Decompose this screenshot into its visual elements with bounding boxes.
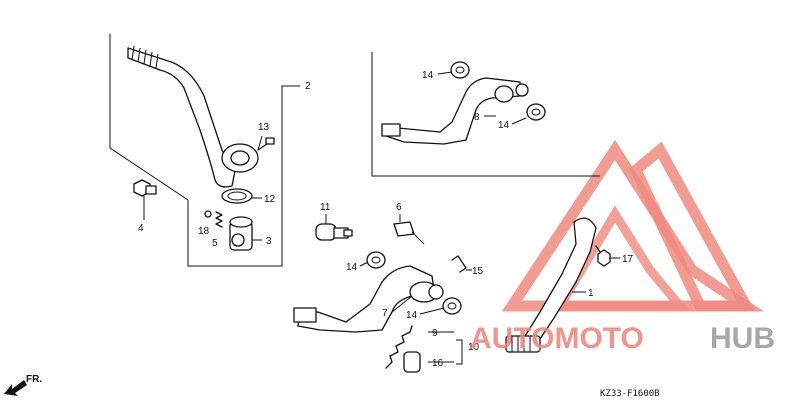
- callout-14-b: 14: [498, 120, 510, 131]
- callout-6: 6: [396, 202, 402, 213]
- callout-14-a: 14: [422, 70, 434, 81]
- seal-12: [221, 188, 253, 204]
- callout-3: 3: [266, 236, 272, 247]
- callout-labels: 2 13 12 4 18 5 3 14 8 14 11 6 14 15 7 14…: [138, 70, 634, 369]
- washer-14-left: [366, 251, 386, 269]
- watermark-logo: [501, 139, 765, 312]
- kick-starter-arm: [127, 45, 259, 188]
- callout-11: 11: [320, 202, 331, 213]
- brake-pedal-7: [293, 265, 444, 333]
- callout-16: 16: [432, 358, 444, 369]
- leader-lines: [143, 71, 620, 363]
- callout-10: 10: [468, 342, 480, 353]
- brake-pedal-upper: [381, 61, 546, 145]
- watermark-text-primary: AUTOMOTO: [470, 322, 644, 355]
- callout-4: 4: [138, 223, 144, 234]
- washer-14-right: [442, 297, 462, 315]
- callout-14-d: 14: [406, 310, 418, 321]
- callout-2: 2: [305, 81, 311, 92]
- watermark-text: AUTOMOTO HUB: [470, 322, 775, 355]
- direction-arrow-icon: FR.: [4, 374, 42, 396]
- watermark-text-secondary: HUB: [710, 322, 775, 355]
- callout-13: 13: [258, 122, 270, 133]
- bolt-17: [595, 245, 611, 267]
- bolt-4: [133, 179, 157, 197]
- clip-6: [393, 221, 425, 245]
- callout-5: 5: [212, 238, 218, 249]
- callout-14-c: 14: [346, 262, 358, 273]
- collar-16: [403, 351, 421, 373]
- gearshift-pedal-1: [505, 217, 597, 353]
- bracket-10: [456, 339, 463, 365]
- drawing-code: KZ33-F1600B: [600, 389, 660, 399]
- callout-1: 1: [588, 288, 594, 299]
- callout-8: 8: [474, 112, 480, 123]
- spring-5: [215, 211, 223, 228]
- callout-18: 18: [198, 226, 210, 237]
- pivot-bolt-11: [315, 223, 353, 241]
- callout-9: 9: [432, 328, 438, 339]
- callout-7: 7: [382, 308, 388, 319]
- spring-9: [385, 325, 413, 369]
- brake-group-outline: [371, 52, 600, 177]
- callout-17: 17: [622, 254, 634, 265]
- ball-18: [204, 210, 212, 218]
- direction-label: FR.: [26, 374, 42, 385]
- callout-12: 12: [264, 194, 276, 205]
- pin-15: [451, 255, 467, 273]
- bolt-13: [257, 137, 275, 151]
- callout-15: 15: [472, 266, 484, 277]
- kick-joint-3: [229, 216, 253, 251]
